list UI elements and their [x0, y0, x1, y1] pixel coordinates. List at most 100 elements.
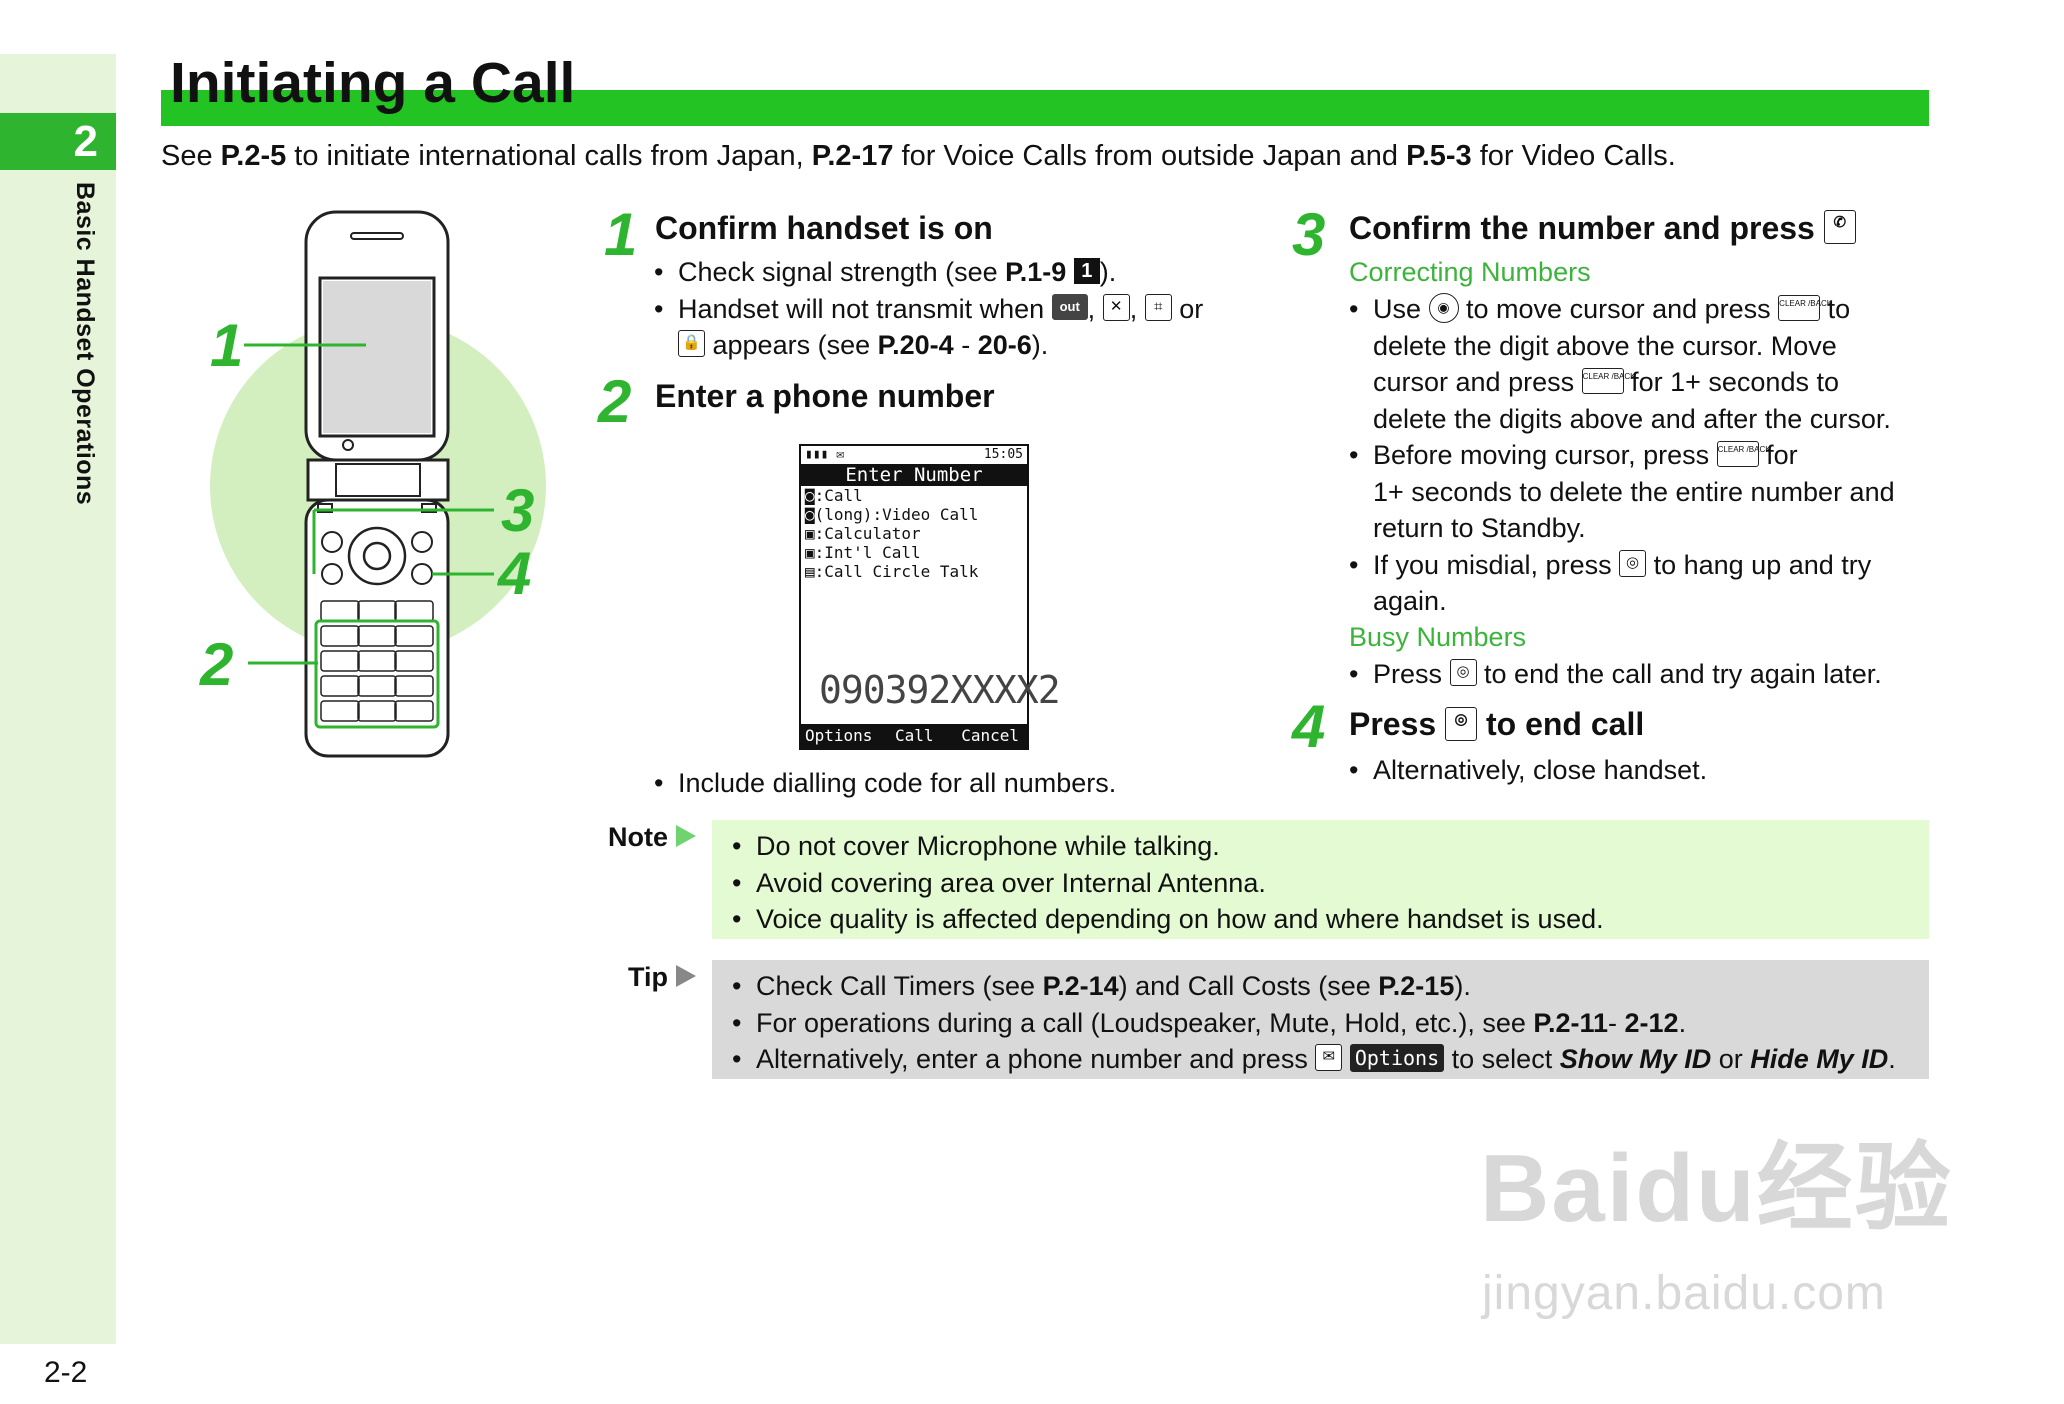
intro-text: See P.2-5 to initiate international call… — [161, 136, 1676, 176]
tip-item: For operations during a call (Loudspeake… — [732, 1005, 1919, 1042]
tip-box: Check Call Timers (see P.2-14) and Call … — [712, 960, 1929, 1079]
list-item: If you misdial, press ◎ to hang up and t… — [1349, 547, 1895, 584]
page-ref[interactable]: P.2-11 — [1533, 1007, 1609, 1038]
softkey-options[interactable]: Options — [805, 726, 873, 745]
chapter-number: 2 — [0, 113, 116, 170]
handset-diagram: 1 3 4 2 — [199, 210, 546, 758]
list-item-continued: cursor and press CLEAR /BACK for 1+ seco… — [1373, 367, 1839, 397]
status-bar: ▮▮▮ ✉ 15:05 — [801, 446, 1027, 464]
intro-text-part: for Video Calls. — [1471, 140, 1676, 172]
softkey-cancel[interactable]: Cancel — [961, 726, 1019, 745]
intl-key-icon: ▣ — [805, 543, 815, 562]
softkey-call[interactable]: Call — [895, 726, 934, 745]
list-item-continued: 1+ seconds to delete the entire number a… — [1373, 476, 1895, 507]
options-softkey-icon: Options — [1349, 1043, 1445, 1072]
separator: , — [1129, 293, 1145, 324]
callout-1: 1 — [210, 312, 243, 379]
bullet-text: or — [1171, 293, 1204, 324]
out-of-range-icon: out — [1051, 294, 1088, 321]
list-item: Before moving cursor, press CLEAR /BACK … — [1349, 437, 1895, 474]
tip-label: Tip — [628, 962, 696, 993]
step-4-bullets: Alternatively, close handset. — [1349, 752, 1707, 789]
list-item: Handset will not transmit when out, ✕, ⌗… — [654, 291, 1203, 328]
end-key-icon: ◎ — [1445, 706, 1478, 741]
note-arrow-icon — [676, 824, 696, 847]
bullet-text: Handset will not transmit when — [678, 293, 1052, 324]
clear-back-key-icon: CLEAR /BACK — [1716, 440, 1771, 467]
menu-row: ▣:Int'l Call — [805, 543, 921, 562]
step-3-heading-text: Confirm the number and press — [1349, 210, 1815, 246]
page-ref[interactable]: P.5-3 — [1406, 140, 1472, 172]
handset-screen: ▮▮▮ ✉ 15:05 Enter Number ◙:Call ◙(long):V… — [799, 444, 1061, 750]
page-ref[interactable]: 2-12 — [1624, 1007, 1679, 1038]
list-item-continued: again. — [1373, 586, 1447, 616]
correcting-bullets: Use ◉ to move cursor and press CLEAR /BA… — [1349, 291, 1895, 620]
menu-row: ◙:Call — [805, 486, 863, 505]
note-box: Do not cover Microphone while talking. A… — [712, 820, 1929, 939]
baidu-watermark: Baidu经验 — [1480, 1135, 1953, 1242]
call-key-icon: ◙ — [805, 486, 815, 505]
list-item: Include dialling code for all numbers. — [654, 765, 1116, 802]
busy-bullets: Press ◎ to end the call and try again la… — [1349, 656, 1882, 693]
screen-title: Enter Number — [801, 464, 1027, 486]
callout-3: 3 — [501, 477, 534, 544]
list-item: Press ◎ to end the call and try again la… — [1349, 656, 1882, 693]
tip-item: Alternatively, enter a phone number and … — [732, 1041, 1919, 1078]
watermark-url: jingyan.baidu.com — [1482, 1267, 1886, 1320]
intro-text-part: for Voice Calls from outside Japan and — [893, 140, 1407, 172]
menu-row: ◙(long):Video Call — [805, 505, 979, 524]
no-signal-icon: ✕ — [1102, 293, 1130, 321]
chapter-label: Basic Handset Operations — [71, 182, 99, 506]
note-item: Voice quality is affected depending on h… — [732, 901, 1919, 938]
call-key-icon: ◙ — [805, 505, 815, 524]
list-item-continued: delete the digits above and after the cu… — [1373, 403, 1891, 434]
intro-text-part: See — [161, 140, 221, 172]
page-ref[interactable]: P.2-14 — [1042, 971, 1119, 1001]
step-2-bullets: Include dialling code for all numbers. — [654, 765, 1116, 802]
page-number: 2-2 — [44, 1356, 88, 1389]
page-ref[interactable]: P.2-17 — [811, 140, 894, 172]
list-item: Use ◉ to move cursor and press CLEAR /BA… — [1349, 291, 1895, 328]
list-item: Alternatively, close handset. — [1349, 752, 1707, 789]
chapter-sidebar — [0, 54, 116, 1344]
keypad-lock-icon: ⌗ — [1144, 293, 1172, 321]
circle-talk-key-icon: ▤ — [805, 562, 815, 581]
page-title: Initiating a Call — [170, 51, 576, 115]
clear-back-key-icon: CLEAR /BACK — [1778, 294, 1832, 321]
step-3-number: 3 — [1292, 201, 1326, 268]
step-1-bullets: Check signal strength (see P.1-9 1). Han… — [654, 254, 1203, 364]
lock-icon: 🔒 — [678, 330, 705, 358]
tip-arrow-icon — [676, 964, 696, 987]
handset-lower — [304, 498, 450, 758]
bullet-text: ). — [1099, 257, 1117, 287]
page-ref[interactable]: P.1-9 — [1005, 257, 1067, 287]
separator: - — [953, 330, 978, 360]
signal-badge: 1 — [1073, 257, 1100, 284]
bullet-text: appears (see — [705, 330, 878, 360]
title-bar — [161, 90, 1929, 126]
menu-row: ▣:Calculator — [805, 524, 921, 543]
note-label: Note — [608, 822, 696, 853]
clear-back-key-icon: CLEAR /BACK — [1581, 367, 1636, 394]
clock: 15:05 — [983, 447, 1023, 462]
callout-4: 4 — [497, 540, 531, 607]
separator: , — [1087, 293, 1103, 324]
page-ref[interactable]: 20-6 — [977, 330, 1032, 360]
keypad-highlight — [314, 619, 440, 729]
step-2-heading: Enter a phone number — [655, 378, 995, 414]
bullet-text: ). — [1031, 330, 1049, 360]
signal-icon: ▮▮▮ ✉ — [805, 447, 845, 462]
end-key-icon: ◎ — [1449, 659, 1477, 687]
list-item-continued: return to Standby. — [1373, 513, 1586, 543]
menu-row: ▤:Call Circle Talk — [805, 562, 979, 581]
step-4-number: 4 — [1292, 693, 1326, 760]
softkey-bar: Options Call Cancel — [801, 724, 1027, 748]
page-ref[interactable]: P.20-4 — [877, 330, 954, 360]
list-item-continued: 🔒 appears (see P.20-4 - 20-6). — [654, 327, 1203, 364]
mail-key-icon: ✉ — [1315, 1044, 1343, 1072]
intro-text-part: to initiate international calls from Jap… — [286, 140, 812, 172]
list-item-continued: delete the digit above the cursor. Move — [1373, 330, 1837, 361]
note-item: Avoid covering area over Internal Antenn… — [732, 865, 1919, 902]
page-ref[interactable]: P.2-15 — [1378, 971, 1455, 1001]
page-ref[interactable]: P.2-5 — [220, 140, 287, 172]
